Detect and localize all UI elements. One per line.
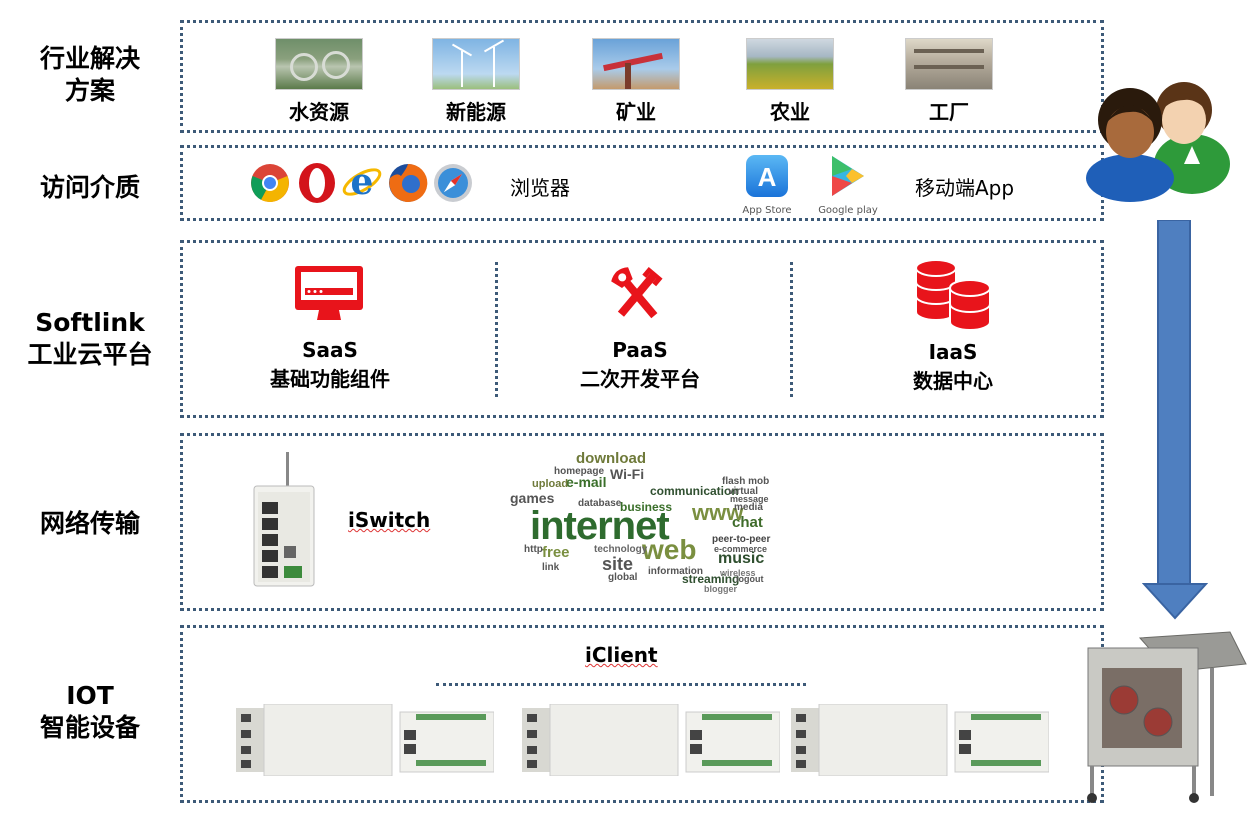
controller-device-3 bbox=[791, 704, 1049, 776]
word-http: http bbox=[524, 544, 543, 555]
factory-image bbox=[905, 38, 993, 90]
down-arrow-icon bbox=[1142, 220, 1208, 620]
word-upload: upload bbox=[532, 478, 569, 490]
paas-description: 二次开发平台 bbox=[580, 367, 700, 391]
browser-label: 浏览器 bbox=[510, 176, 570, 200]
saas-description: 基础功能组件 bbox=[270, 367, 390, 391]
monitor-icon bbox=[295, 266, 363, 320]
network-box bbox=[180, 433, 1104, 611]
users-icon bbox=[1086, 82, 1230, 202]
controller-device-1 bbox=[236, 704, 494, 776]
word-business: business bbox=[620, 500, 673, 514]
solution-label-water: 水资源 bbox=[289, 100, 349, 124]
iclient-dotted-line bbox=[436, 683, 806, 686]
word-peer-to-peer: peer-to-peer bbox=[712, 534, 771, 545]
word-flash-mob: flash mob bbox=[722, 476, 770, 487]
iaas-title: IaaS bbox=[928, 340, 978, 364]
word-technology: technology bbox=[594, 544, 648, 555]
platform-divider-2 bbox=[790, 262, 793, 397]
internet-word-cloud: download e-mail Wi-Fi games internet com… bbox=[508, 448, 778, 606]
platform-label-line2: 工业云平台 bbox=[27, 340, 153, 369]
word-music: music bbox=[718, 550, 765, 567]
iswitch-label: iSwitch bbox=[348, 508, 431, 532]
row-label-access: 访问介质 bbox=[39, 173, 140, 202]
mining-image bbox=[592, 38, 680, 90]
row-label-platform: Softlink 工业云平台 bbox=[0, 307, 180, 371]
word-download: download bbox=[576, 450, 646, 467]
row-label-solutions: 行业解决 方案 bbox=[39, 44, 140, 105]
word-streaming: streaming bbox=[682, 572, 740, 586]
word-blogger: blogger bbox=[704, 584, 737, 594]
word-virtual: virtual bbox=[728, 486, 759, 497]
database-icon bbox=[915, 259, 991, 331]
word-communication: communication bbox=[650, 484, 739, 498]
iot-label-line1: IOT bbox=[66, 681, 114, 710]
word-free: free bbox=[542, 544, 570, 561]
controller-device-2 bbox=[522, 704, 780, 776]
google-play-icon bbox=[832, 156, 864, 196]
platform-box bbox=[180, 240, 1104, 418]
word-information: information bbox=[648, 566, 703, 577]
agriculture-image bbox=[746, 38, 834, 90]
chrome-icon bbox=[251, 164, 289, 202]
solutions-box bbox=[180, 20, 1104, 133]
solution-label-mining: 矿业 bbox=[616, 100, 656, 124]
platform-divider-1 bbox=[495, 262, 498, 397]
row-label-iot: IOT 智能设备 bbox=[0, 680, 180, 744]
app-store-label: App Store bbox=[742, 205, 792, 216]
iswitch-device-image bbox=[253, 452, 315, 587]
firefox-icon bbox=[389, 163, 428, 202]
word-media: media bbox=[734, 502, 763, 513]
word-database: database bbox=[578, 498, 622, 509]
wind-turbine-image bbox=[432, 38, 520, 90]
word-games: games bbox=[510, 490, 555, 506]
word-message: message bbox=[730, 494, 769, 504]
word-email: e-mail bbox=[566, 474, 607, 490]
word-logout: logout bbox=[736, 574, 764, 584]
svg-text:e: e bbox=[351, 161, 374, 203]
row-label-network: 网络传输 bbox=[39, 509, 140, 538]
word-wifi: Wi-Fi bbox=[610, 466, 645, 482]
word-internet: internet bbox=[530, 504, 670, 548]
word-chat: chat bbox=[732, 514, 763, 531]
word-e-commerce: e-commerce bbox=[714, 544, 768, 554]
word-global: global bbox=[608, 572, 638, 583]
tools-icon bbox=[611, 266, 663, 319]
google-play-label: Google play bbox=[818, 205, 878, 216]
internet-explorer-icon: e bbox=[342, 161, 382, 203]
word-homepage: homepage bbox=[554, 466, 605, 477]
safari-icon bbox=[434, 164, 472, 202]
platform-label-line1: Softlink bbox=[35, 308, 145, 337]
iclient-label: iClient bbox=[585, 643, 658, 667]
iot-label-line2: 智能设备 bbox=[39, 713, 140, 742]
solution-label-factory: 工厂 bbox=[929, 100, 969, 124]
word-link: link bbox=[542, 562, 560, 573]
industrial-machine-image bbox=[1087, 631, 1247, 803]
solution-label-agriculture: 农业 bbox=[770, 100, 810, 124]
saas-title: SaaS bbox=[302, 338, 358, 362]
water-resource-image bbox=[275, 38, 363, 90]
word-site: site bbox=[602, 554, 634, 574]
iaas-description: 数据中心 bbox=[913, 369, 993, 393]
app-store-icon: A bbox=[746, 155, 788, 197]
word-web: web bbox=[642, 534, 697, 565]
svg-text:A: A bbox=[758, 162, 777, 192]
opera-icon bbox=[299, 163, 335, 203]
mobile-app-label: 移动端App bbox=[915, 176, 1015, 200]
word-www: www bbox=[692, 500, 744, 525]
paas-title: PaaS bbox=[612, 338, 668, 362]
word-wireless: wireless bbox=[720, 568, 756, 578]
solution-label-new-energy: 新能源 bbox=[446, 100, 506, 124]
